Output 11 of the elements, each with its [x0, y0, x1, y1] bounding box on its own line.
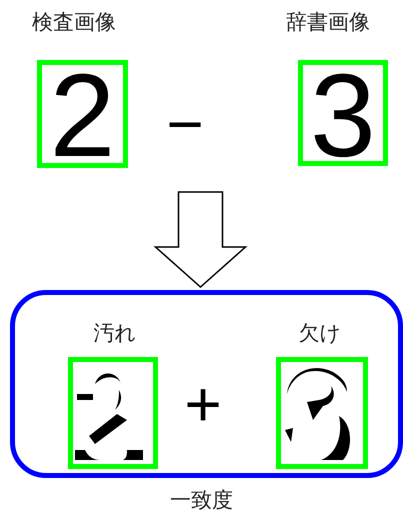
heading-text: 辞書画像: [285, 9, 371, 36]
plus-sign: +: [183, 372, 223, 436]
heading-text: 欠け: [298, 320, 342, 347]
digit-text: 2: [48, 57, 116, 175]
digit-text: 3: [309, 57, 377, 175]
heading-text: 汚れ: [92, 320, 138, 347]
heading-text: 検査画像: [31, 9, 117, 36]
hollow-arrow: [154, 191, 248, 288]
rounded-frame: [10, 290, 403, 478]
minus-sign: −: [165, 92, 205, 156]
caption-text: 一致度: [169, 487, 234, 514]
